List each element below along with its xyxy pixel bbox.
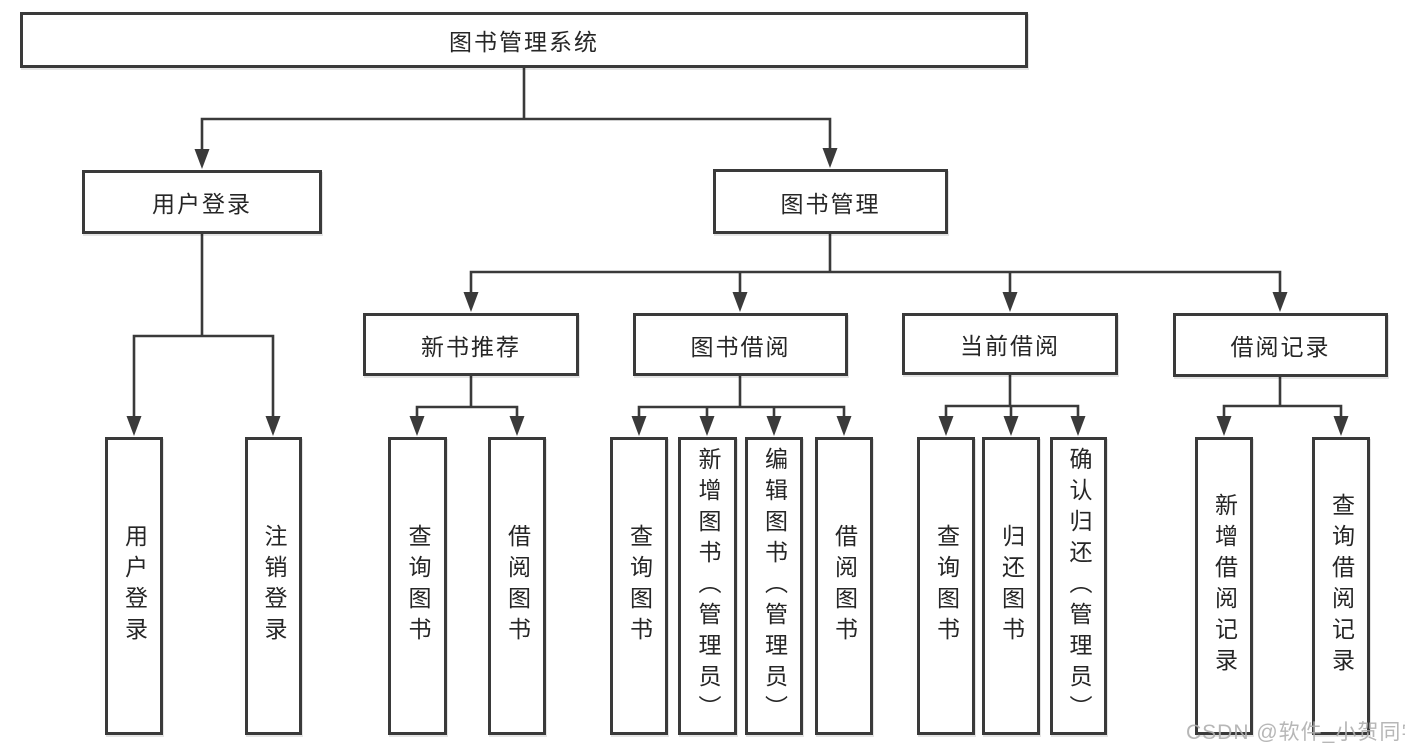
connector-path — [1222, 375, 1343, 424]
connector-path — [132, 232, 275, 424]
node-book-borrowing: 图书借阅 — [633, 313, 848, 376]
leaf-query-books-current: 查询图书 — [917, 437, 975, 735]
node-new-book-recommend: 新书推荐 — [363, 313, 579, 376]
leaf-query-books-current-label: 查询图书 — [933, 524, 960, 648]
arrowhead-icon — [126, 416, 142, 436]
arrowhead-icon — [265, 416, 281, 436]
leaf-add-borrow-record-label: 新增借阅记录 — [1211, 493, 1238, 679]
node-book-borrowing-label: 图书借阅 — [690, 333, 791, 360]
connector-path — [415, 374, 519, 424]
leaf-user-login-label: 用户登录 — [121, 524, 148, 648]
arrowhead-icon — [631, 416, 647, 436]
connector-path — [200, 66, 832, 157]
leaf-query-books-borrow-label: 查询图书 — [626, 524, 653, 648]
arrowhead-icon — [699, 416, 715, 436]
leaf-user-login: 用户登录 — [105, 437, 163, 735]
leaf-add-books-admin: 新增图书（管理员） — [678, 437, 737, 735]
leaf-query-books-recommend-label: 查询图书 — [405, 524, 431, 648]
node-new-book-recommend-label: 新书推荐 — [421, 333, 521, 360]
arrowhead-icon — [938, 416, 954, 436]
arrowhead-icon — [1216, 416, 1232, 436]
arrowhead-icon — [822, 148, 838, 168]
leaf-return-books-label: 归还图书 — [998, 524, 1025, 648]
arrowhead-icon — [1002, 292, 1018, 312]
node-book-management: 图书管理 — [713, 169, 948, 234]
leaf-edit-books-admin: 编辑图书（管理员） — [745, 437, 803, 735]
node-current-borrowing: 当前借阅 — [902, 313, 1118, 375]
leaf-query-borrow-record: 查询借阅记录 — [1312, 437, 1370, 735]
leaf-borrow-books-recommend-label: 借阅图书 — [504, 524, 531, 648]
connector-path — [637, 374, 846, 424]
arrowhead-icon — [1070, 416, 1086, 436]
node-borrowing-records: 借阅记录 — [1173, 313, 1388, 377]
arrowhead-icon — [194, 149, 210, 169]
node-root-label: 图书管理系统 — [449, 29, 599, 55]
connector-path — [469, 232, 1282, 300]
arrowhead-icon — [766, 416, 782, 436]
connector-path — [944, 373, 1080, 424]
arrowhead-icon — [1003, 416, 1019, 436]
arrowhead-icon — [836, 416, 852, 436]
leaf-confirm-return-admin-label: 确认归还（管理员） — [1066, 446, 1092, 726]
watermark-text: CSDN @软件_小贺同学 — [1186, 721, 1405, 744]
leaf-query-books-borrow: 查询图书 — [610, 437, 668, 735]
leaf-return-books: 归还图书 — [982, 437, 1040, 735]
node-user-login-group-label: 用户登录 — [152, 191, 252, 217]
arrowhead-icon — [1333, 416, 1349, 436]
leaf-borrow-books: 借阅图书 — [815, 437, 873, 735]
leaf-query-borrow-record-label: 查询借阅记录 — [1328, 493, 1355, 679]
arrowhead-icon — [409, 416, 425, 436]
node-current-borrowing-label: 当前借阅 — [960, 333, 1060, 359]
arrowhead-icon — [463, 292, 479, 312]
leaf-add-borrow-record: 新增借阅记录 — [1195, 437, 1253, 735]
node-book-management-label: 图书管理 — [780, 190, 881, 217]
leaf-logout-label: 注销登录 — [261, 524, 287, 648]
leaf-add-books-admin-label: 新增图书（管理员） — [695, 446, 721, 726]
node-root: 图书管理系统 — [20, 12, 1028, 68]
arrowhead-icon — [1272, 292, 1288, 312]
leaf-confirm-return-admin: 确认归还（管理员） — [1050, 437, 1107, 735]
arrowhead-icon — [509, 416, 525, 436]
leaf-borrow-books-recommend: 借阅图书 — [488, 437, 546, 735]
leaf-logout: 注销登录 — [245, 437, 302, 735]
leaf-borrow-books-label: 借阅图书 — [831, 524, 858, 648]
leaf-edit-books-admin-label: 编辑图书（管理员） — [761, 446, 788, 726]
node-user-login-group: 用户登录 — [82, 170, 322, 234]
node-borrowing-records-label: 借阅记录 — [1230, 334, 1331, 360]
arrowhead-icon — [732, 292, 748, 312]
leaf-query-books-recommend: 查询图书 — [388, 437, 447, 735]
